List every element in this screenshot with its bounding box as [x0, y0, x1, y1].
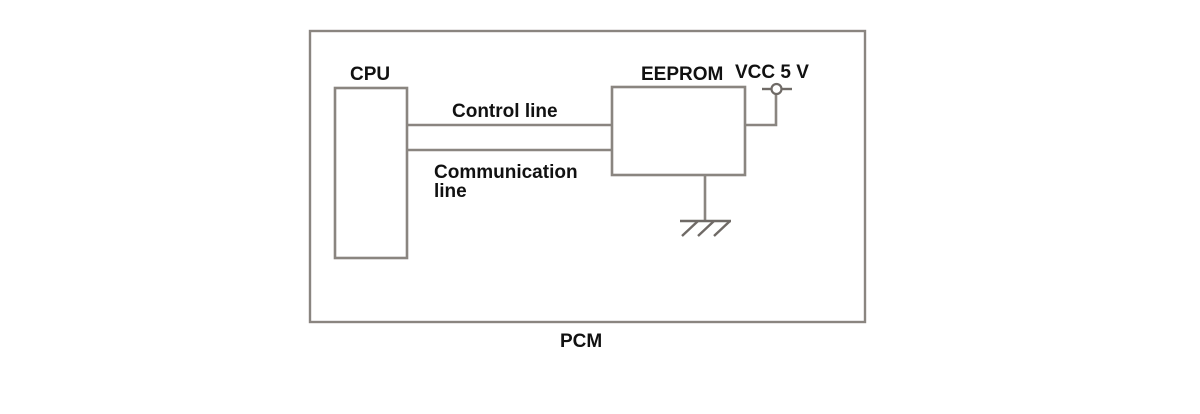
eeprom-label: EEPROM	[641, 64, 723, 85]
communication-line-label-line1: Communication	[434, 162, 578, 183]
control-line-label: Control line	[452, 101, 558, 122]
communication-line-label-line2: line	[434, 181, 467, 202]
pcm-label: PCM	[560, 331, 602, 352]
eeprom-block	[610, 85, 747, 177]
chassis-ground-icon	[680, 219, 731, 237]
cpu-label: CPU	[350, 64, 390, 85]
cpu-block	[333, 86, 409, 260]
power-terminal-circle-icon	[762, 82, 792, 96]
vcc-label: VCC 5 V	[735, 62, 809, 83]
vcc-supply-wire	[744, 90, 778, 127]
